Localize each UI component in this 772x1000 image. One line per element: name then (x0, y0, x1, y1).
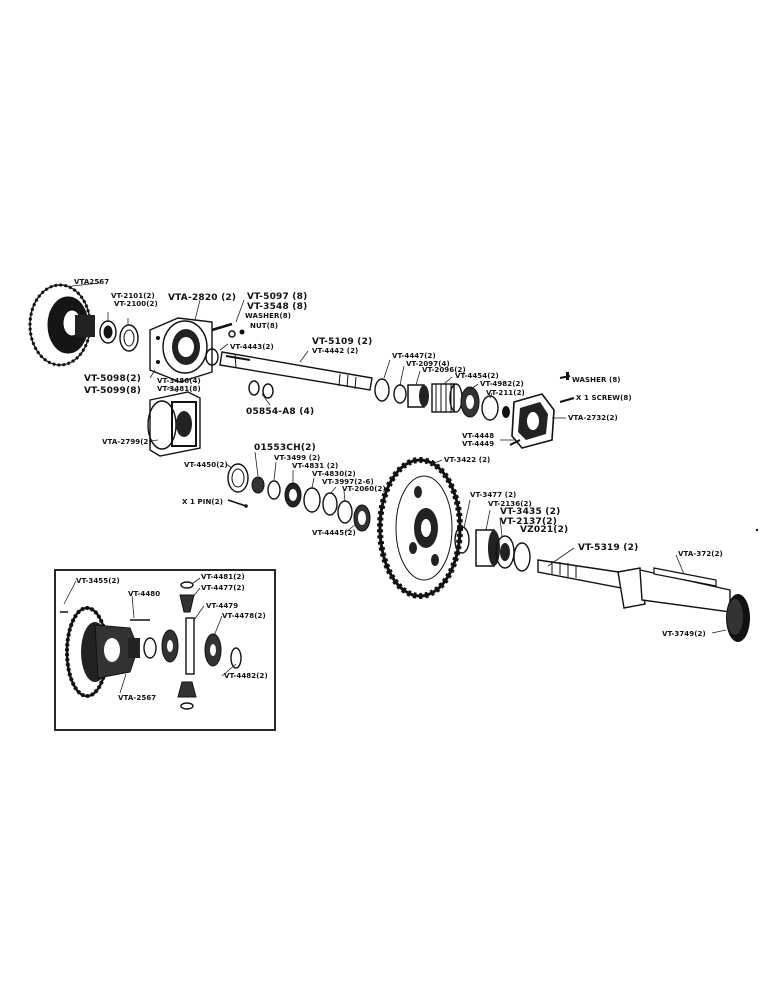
cotter-pin (227, 499, 248, 508)
spacer-vt2097 (393, 384, 407, 404)
label-vt4443: VT-4443(2) (230, 343, 274, 351)
bearing-cup-vt2100 (119, 324, 139, 352)
label-vt4454: VT-4454(2) (455, 372, 499, 380)
label-nut-8: NUT(8) (250, 322, 278, 330)
label-vt5097: VT-5097 (8) (247, 292, 307, 302)
label-vt4982: VT-4982(2) (480, 380, 524, 388)
label-vt4449: VT-4449 (462, 440, 494, 448)
axle-shaft-vt5319 (537, 559, 731, 613)
label-vta2820: VTA-2820 (2) (168, 293, 236, 303)
label-vta2567: VTA2567 (74, 278, 109, 286)
label-vt4447: VT-4447(2) (392, 352, 436, 360)
label-vt2101: VT-2101(2) (111, 292, 155, 300)
label-vt3480: VT-3480(4) (157, 377, 201, 385)
label-vt2136: VT-2136(2) (488, 500, 532, 508)
label-vt3422: VT-3422 (2) (444, 456, 490, 464)
bearing-vt2096 (407, 384, 429, 408)
label-inset-vt4477: VT-4477(2) (201, 584, 245, 592)
label-vta2799: VTA-2799(2) (102, 438, 152, 446)
label-vt3477: VT-3477 (2) (470, 491, 516, 499)
inset-spider-gear-top (179, 581, 195, 613)
label-vt211: VT-211(2) (486, 389, 525, 397)
seal-vz021 (513, 542, 531, 572)
ring-gear-carrier (28, 283, 95, 367)
label-vt4450: VT-4450(2) (184, 461, 228, 469)
inset-side-gear-left (161, 629, 179, 663)
shaft-vt5109 (219, 351, 373, 391)
label-vt5099: VT-5099(8) (84, 386, 141, 396)
bearing-vt4447 (374, 378, 390, 402)
label-05854: 05854-A8 (4) (246, 407, 314, 417)
bearing-vt4831 (284, 482, 302, 508)
label-inset-vt4479: VT-4479 (206, 602, 238, 610)
gear-vt4982 (460, 386, 480, 418)
flange-vt3749 (726, 594, 750, 642)
cover-plate-vta2732 (509, 393, 555, 449)
label-inset-vt4478: VT-4478(2) (222, 612, 266, 620)
bearing-vt4445 (353, 504, 371, 532)
label-inset-vt4480: VT-4480 (128, 590, 160, 598)
label-washer-8b: WASHER (8) (572, 376, 621, 384)
label-vt3749: VT-3749(2) (662, 630, 706, 638)
inset-spider-gear-bottom (177, 681, 197, 710)
bearing-housing-vta2820 (149, 317, 213, 383)
inset-differential-assembly (65, 606, 150, 698)
label-vta372: VTA-372(2) (678, 550, 723, 558)
label-vt4448: VT-4448 (462, 432, 494, 440)
label-vt2096: VT-2096(2) (422, 366, 466, 374)
label-vt3499: VT-3499 (2) (274, 454, 320, 462)
washer-screw (559, 372, 575, 403)
inset-cross-pin (185, 617, 195, 675)
label-vt2060: VT-2060(2) (342, 485, 386, 493)
snap-rings-05854 (248, 380, 274, 399)
bearing-vt211 (481, 395, 510, 421)
nut-01553ch (251, 476, 265, 494)
leader-lines (63, 282, 727, 694)
label-inset-vt3455: VT-3455(2) (76, 577, 120, 585)
label-vt2100: VT-2100(2) (114, 300, 158, 308)
snap-ring-vt3477 (454, 526, 470, 554)
key-vta372 (653, 567, 717, 587)
bearing-vt2101 (99, 320, 117, 344)
label-vt5109: VT-5109 (2) (312, 337, 372, 347)
label-inset-vta2567: VTA-2567 (118, 694, 156, 702)
label-inset-vt4482: VT-4482(2) (224, 672, 268, 680)
label-vt4442: VT-4442 (2) (312, 347, 358, 355)
label-vt3481: VT-3481(8) (157, 385, 201, 393)
label-vt4831: VT-4831 (2) (292, 462, 338, 470)
snap-ring-vt2060 (337, 500, 353, 524)
label-vt4830: VT-4830(2) (312, 470, 356, 478)
label-vt2097: VT-2097(4) (406, 360, 450, 368)
inset-thrust-washer (230, 647, 242, 669)
label-vt3997: VT-3997(2-6) (322, 478, 374, 486)
label-pin: X 1 PIN(2) (182, 498, 223, 506)
stud-bolts (211, 322, 245, 338)
label-screw-8: X 1 SCREW(8) (576, 394, 632, 402)
inset-washer (143, 637, 157, 659)
spur-gear-vt3422 (377, 457, 463, 599)
label-vt5098: VT-5098(2) (84, 374, 141, 384)
pinion-vt4454 (431, 383, 463, 413)
label-01553ch: 01553CH(2) (254, 443, 316, 453)
label-inset-vt4481: VT-4481(2) (201, 573, 245, 581)
label-vt4445: VT-4445(2) (312, 529, 356, 537)
label-vz021: VZ021(2) (520, 525, 568, 535)
label-vt3435: VT-3435 (2) (500, 507, 560, 517)
speck (755, 528, 759, 532)
label-vta2732: VTA-2732(2) (568, 414, 618, 422)
oil-seal-vt4443 (205, 348, 219, 366)
label-washer-8a: WASHER(8) (245, 312, 291, 320)
bearing-vt2136 (475, 529, 500, 567)
label-vt5319: VT-5319 (2) (578, 543, 638, 553)
inset-side-gear-right (204, 633, 222, 667)
shim-vt3997 (322, 492, 338, 516)
label-vt3548: VT-3548 (8) (247, 302, 307, 312)
bearing-cup-vt4450 (227, 463, 249, 493)
bearing-vt4830 (303, 487, 321, 513)
washer-vt3499 (267, 480, 281, 500)
label-vt2137: VT-2137(2) (500, 517, 557, 527)
housing-cover-vta2799 (147, 391, 201, 457)
